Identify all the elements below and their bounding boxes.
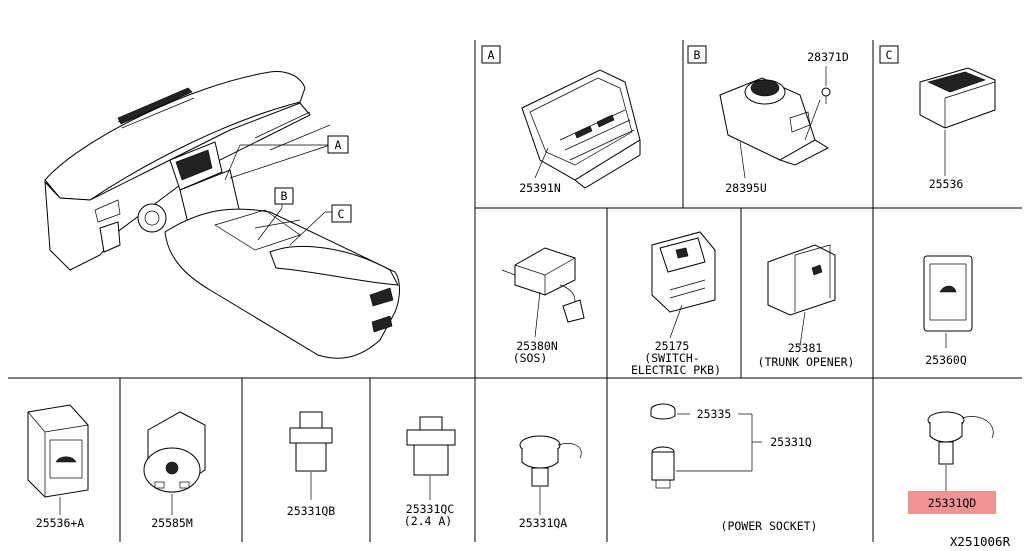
sos-module-illustration xyxy=(501,247,585,323)
svg-text:25331QB: 25331QB xyxy=(287,504,336,518)
svg-text:28395U: 28395U xyxy=(725,181,767,195)
svg-text:25536: 25536 xyxy=(929,177,964,191)
panel-C: C 25536 xyxy=(879,45,996,191)
epkb-switch-illustration xyxy=(651,231,716,313)
callout-C: C xyxy=(331,204,352,223)
panel-tag-A xyxy=(481,45,501,64)
panel-epkb: 25175 (SWITCH- ELECTRIC PKB) xyxy=(631,231,721,377)
dashboard-illustration xyxy=(44,71,400,359)
svg-text:(SWITCH-: (SWITCH- xyxy=(644,351,699,365)
usb-port-b-illustration xyxy=(289,411,333,472)
socket-d-illustration xyxy=(927,411,994,465)
panel-tag-B xyxy=(687,45,707,64)
usb-port-c-illustration xyxy=(406,416,456,476)
svg-text:25335: 25335 xyxy=(697,407,732,421)
svg-text:C: C xyxy=(338,207,345,221)
panel-tag-C xyxy=(879,45,899,64)
switch-plate-illustration xyxy=(923,255,973,332)
panel-B: B 28371D 28395U xyxy=(687,45,849,195)
switch-block-illustration xyxy=(27,404,89,498)
callout-A: A xyxy=(327,135,349,154)
svg-text:25536+A: 25536+A xyxy=(36,516,85,530)
svg-text:25175: 25175 xyxy=(655,339,690,353)
controller-illustration xyxy=(719,77,831,166)
svg-text:25331QC: 25331QC xyxy=(406,502,455,516)
svg-text:(TRUNK OPENER): (TRUNK OPENER) xyxy=(758,355,855,369)
panel-sos: 25380N (SOS) xyxy=(501,247,585,365)
svg-text:A: A xyxy=(335,138,342,152)
ignition-illustration xyxy=(143,411,206,493)
panel-A: A 25391N xyxy=(481,45,641,195)
svg-text:(POWER SOCKET): (POWER SOCKET) xyxy=(721,519,818,533)
panel-25331QB: 25331QB xyxy=(287,411,336,518)
svg-text:25331QD: 25331QD xyxy=(928,496,977,510)
svg-text:25380N: 25380N xyxy=(516,339,558,353)
socket-cap-illustration xyxy=(650,403,676,420)
svg-text:25331QA: 25331QA xyxy=(519,516,568,530)
svg-text:25391N: 25391N xyxy=(519,181,561,195)
svg-text:25360Q: 25360Q xyxy=(925,353,967,367)
svg-text:C: C xyxy=(886,48,893,62)
svg-text:25381: 25381 xyxy=(788,341,823,355)
panel-power-socket: 25335 25331Q (POWER SOCKET) xyxy=(650,403,818,533)
svg-text:B: B xyxy=(281,189,288,203)
panel-25331QC: 25331QC (2.4 A) xyxy=(404,416,456,528)
grid-lines xyxy=(8,40,1022,542)
panel-trunk: 25381 (TRUNK OPENER) xyxy=(758,244,855,369)
svg-text:A: A xyxy=(488,48,495,62)
svg-text:(SOS): (SOS) xyxy=(513,351,548,365)
svg-text:B: B xyxy=(694,48,701,62)
panel-25585M: 25585M xyxy=(143,411,206,530)
panel-25360Q: 25360Q xyxy=(923,255,973,367)
callout-B: B xyxy=(274,187,294,205)
control-panel-illustration xyxy=(521,69,641,189)
diagram-reference: X251006R xyxy=(950,534,1011,549)
svg-text:28371D: 28371D xyxy=(807,50,849,64)
switch-illustration xyxy=(919,67,996,129)
svg-text:25585M: 25585M xyxy=(151,516,193,530)
highlight-box xyxy=(908,491,996,514)
panel-25536A: 25536+A xyxy=(27,404,89,530)
panel-25331QA: 25331QA xyxy=(519,435,582,530)
socket-body-illustration xyxy=(651,446,675,489)
panel-25331QD: 25331QD xyxy=(908,411,996,514)
socket-a-illustration xyxy=(519,435,582,487)
svg-text:ELECTRIC PKB): ELECTRIC PKB) xyxy=(631,363,721,377)
svg-text:(2.4 A): (2.4 A) xyxy=(404,514,452,528)
trunk-switch-illustration xyxy=(767,244,836,316)
svg-text:25331Q: 25331Q xyxy=(770,435,812,449)
